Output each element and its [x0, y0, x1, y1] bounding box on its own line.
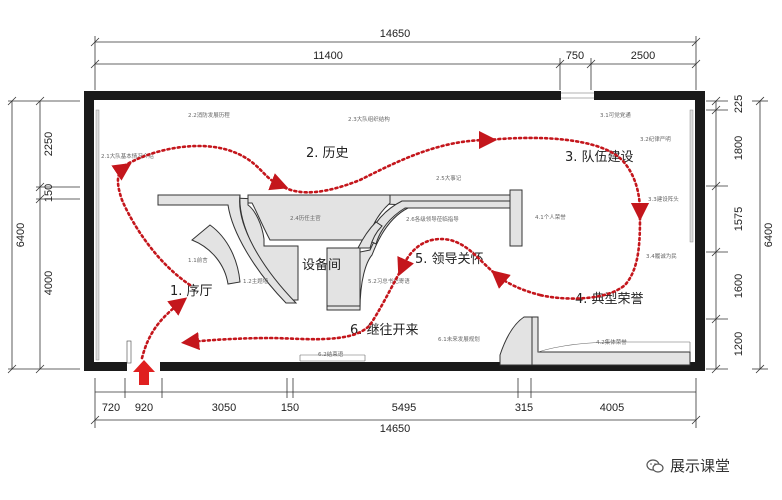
exhibit-label: 4.2集体荣誉	[596, 338, 627, 346]
exhibit-label: 6.2结束语	[318, 350, 344, 358]
right-segment-1: 225	[733, 95, 745, 113]
right-total-dimension: 6400	[763, 223, 775, 247]
route-segment-honor	[491, 270, 542, 297]
top-segment-3: 2500	[631, 50, 655, 62]
exhibit-label: 1.2主题墙	[243, 277, 269, 285]
exhibit-label: 6.1未来发展规划	[438, 335, 480, 343]
top-segment-2: 750	[566, 50, 584, 62]
exhibit-label: 3.3建设阵头	[648, 195, 679, 203]
route-segment-hall-to-history	[111, 162, 192, 287]
bottom-segment-4: 150	[281, 402, 299, 414]
bottom-dimensions: 720 920 3050 150 5495 315 4005 14650	[90, 378, 701, 435]
watermark-text: 展示课堂	[670, 456, 731, 475]
exhibit-label: 2.3大队组织结构	[348, 115, 390, 123]
route-segment-leadership-to-future	[180, 266, 404, 351]
exhibit-label: 5.2习总书记寄语	[368, 277, 410, 285]
right-segment-3: 1575	[733, 207, 745, 231]
bottom-segment-2: 920	[135, 402, 153, 414]
zone-labels: 2. 历史 3. 队伍建设 1. 序厅 设备间 5. 领导关怀 4. 典型荣誉 …	[170, 146, 644, 338]
zone-label-honor: 4. 典型荣誉	[575, 292, 644, 307]
zone-label-hall: 1. 序厅	[170, 284, 213, 299]
right-dimensions: 225 1800 1575 1600 1200 6400	[706, 95, 775, 374]
route-segment-history	[122, 144, 289, 191]
exhibit-label: 2.6各级领导莅临指导	[406, 215, 459, 223]
bottom-total-dimension: 14650	[380, 423, 411, 435]
route-segment-leadership	[397, 237, 500, 278]
exhibit-label: 2.5大事记	[436, 174, 462, 182]
top-segment-1: 11400	[313, 50, 343, 62]
watermark: 展示课堂	[646, 452, 772, 478]
outer-walls	[84, 91, 705, 371]
left-segment-3: 4000	[43, 271, 55, 295]
left-dimensions: 6400 2250 150 4000	[7, 96, 80, 374]
exhibit-label: 3.2纪律严明	[640, 135, 671, 143]
right-segment-5: 1200	[733, 332, 745, 356]
bottom-segment-5: 5495	[392, 402, 416, 414]
inner-partitions	[95, 109, 694, 366]
exhibit-label: 3.1可党党通	[600, 111, 631, 119]
right-segment-2: 1800	[733, 136, 745, 160]
top-total-dimension: 14650	[380, 28, 411, 40]
bottom-segment-7: 4005	[600, 402, 624, 414]
zone-label-future: 6. 继往开来	[350, 323, 419, 338]
exhibit-label: 2.2消防发展历程	[188, 111, 230, 119]
zone-label-team: 3. 队伍建设	[565, 150, 634, 165]
wechat-icon	[646, 458, 664, 473]
zone-label-equipment: 设备间	[302, 257, 341, 273]
exhibit-label: 4.1个人荣誉	[535, 213, 566, 221]
left-segment-2: 150	[43, 184, 55, 202]
route-segment-entrance	[140, 297, 188, 360]
exhibit-label: 1.1前言	[188, 256, 208, 264]
exhibit-labels: 2.2消防发展历程 2.3大队组织结构 3.1可党党通 3.2纪律严明 2.1大…	[101, 111, 679, 358]
zone-label-leadership: 5. 领导关怀	[415, 252, 484, 267]
exhibit-label: 3.4履诚为民	[646, 252, 677, 260]
route-segment-team-to-honor	[538, 210, 642, 300]
top-dimensions: 14650 11400 750 2500	[90, 28, 701, 90]
route-segment-history-to-team	[278, 130, 498, 194]
exhibit-label: 2.4历任主官	[290, 214, 321, 222]
exhibit-label: 2.1大队基本情况介绍	[101, 152, 154, 160]
bottom-segment-3: 3050	[212, 402, 236, 414]
left-segment-1: 2250	[43, 132, 55, 156]
bottom-segment-6: 315	[515, 402, 533, 414]
zone-label-history: 2. 历史	[306, 146, 349, 161]
entrance-arrow-icon	[133, 360, 155, 385]
right-segment-4: 1600	[733, 274, 745, 298]
visitor-route	[111, 130, 650, 360]
route-segment-team	[486, 136, 650, 222]
bottom-segment-1: 720	[102, 402, 120, 414]
left-total-dimension: 6400	[15, 223, 27, 247]
